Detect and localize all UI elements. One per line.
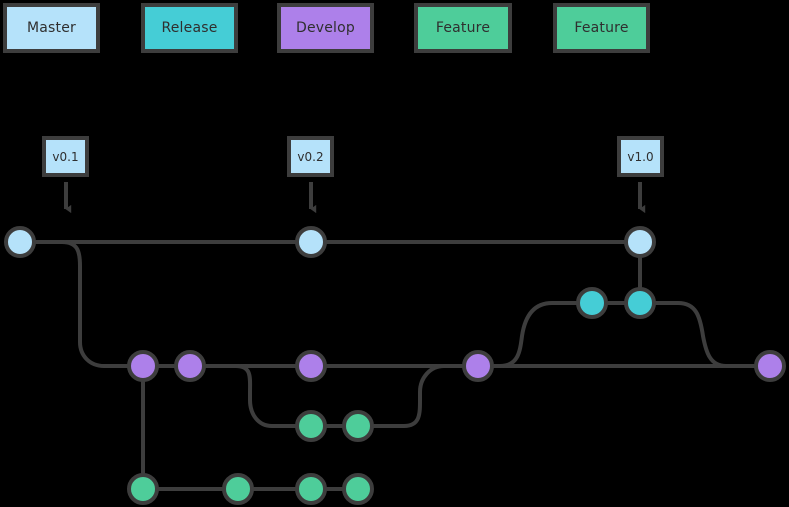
version-tag-label-v0-2: v0.2	[297, 149, 324, 164]
commit-node-feature-bottom-3[interactable]	[295, 473, 327, 505]
commit-node-develop-4[interactable]	[462, 350, 494, 382]
commit-node-develop-5[interactable]	[754, 350, 786, 382]
edge-develop-to-feature-middle	[188, 364, 313, 428]
commit-node-master-v0-2[interactable]	[295, 226, 327, 258]
edge-develop-to-release	[476, 301, 594, 368]
commit-node-feature-bottom-4[interactable]	[342, 473, 374, 505]
legend-label-feature-2: Feature	[574, 20, 629, 36]
legend-label-develop: Develop	[295, 20, 356, 36]
tag-arrow-layer	[64, 182, 646, 214]
commit-node-feature-bottom-1[interactable]	[127, 473, 159, 505]
edge-layer	[18, 240, 772, 491]
edge-master-to-develop	[18, 240, 145, 368]
legend-item-release[interactable]: Release	[141, 3, 238, 53]
commit-node-develop-1[interactable]	[127, 350, 159, 382]
legend-label-release: Release	[161, 20, 218, 36]
commit-node-master-v0-1[interactable]	[4, 226, 36, 258]
legend-item-master[interactable]: Master	[3, 3, 100, 53]
version-tag-v0-2[interactable]: v0.2	[287, 136, 334, 177]
commit-node-release-1[interactable]	[576, 287, 608, 319]
legend-label-feature-1: Feature	[435, 20, 491, 36]
version-tag-v1-0[interactable]: v1.0	[617, 136, 664, 177]
commit-node-release-2[interactable]	[624, 287, 656, 319]
legend-item-feature-2[interactable]: Feature	[553, 3, 650, 53]
legend-label-master: Master	[26, 20, 76, 36]
node-layer	[4, 226, 786, 505]
version-tag-label-v1-0: v1.0	[627, 149, 654, 164]
edge-feature-middle-merge-develop	[356, 364, 480, 428]
edge-release-merge-develop	[638, 301, 772, 368]
version-tag-label-v0-1: v0.1	[52, 149, 79, 164]
legend: Master Release Develop Feature Feature	[0, 0, 789, 60]
commit-node-develop-2[interactable]	[174, 350, 206, 382]
commit-node-master-v1-0[interactable]	[624, 226, 656, 258]
version-tag-v0-1[interactable]: v0.1	[42, 136, 89, 177]
commit-node-feature-middle-2[interactable]	[342, 410, 374, 442]
commit-node-develop-3[interactable]	[295, 350, 327, 382]
legend-item-develop[interactable]: Develop	[277, 3, 374, 53]
legend-item-feature-1[interactable]: Feature	[414, 3, 512, 53]
commit-node-feature-middle-1[interactable]	[295, 410, 327, 442]
commit-node-feature-bottom-2[interactable]	[222, 473, 254, 505]
